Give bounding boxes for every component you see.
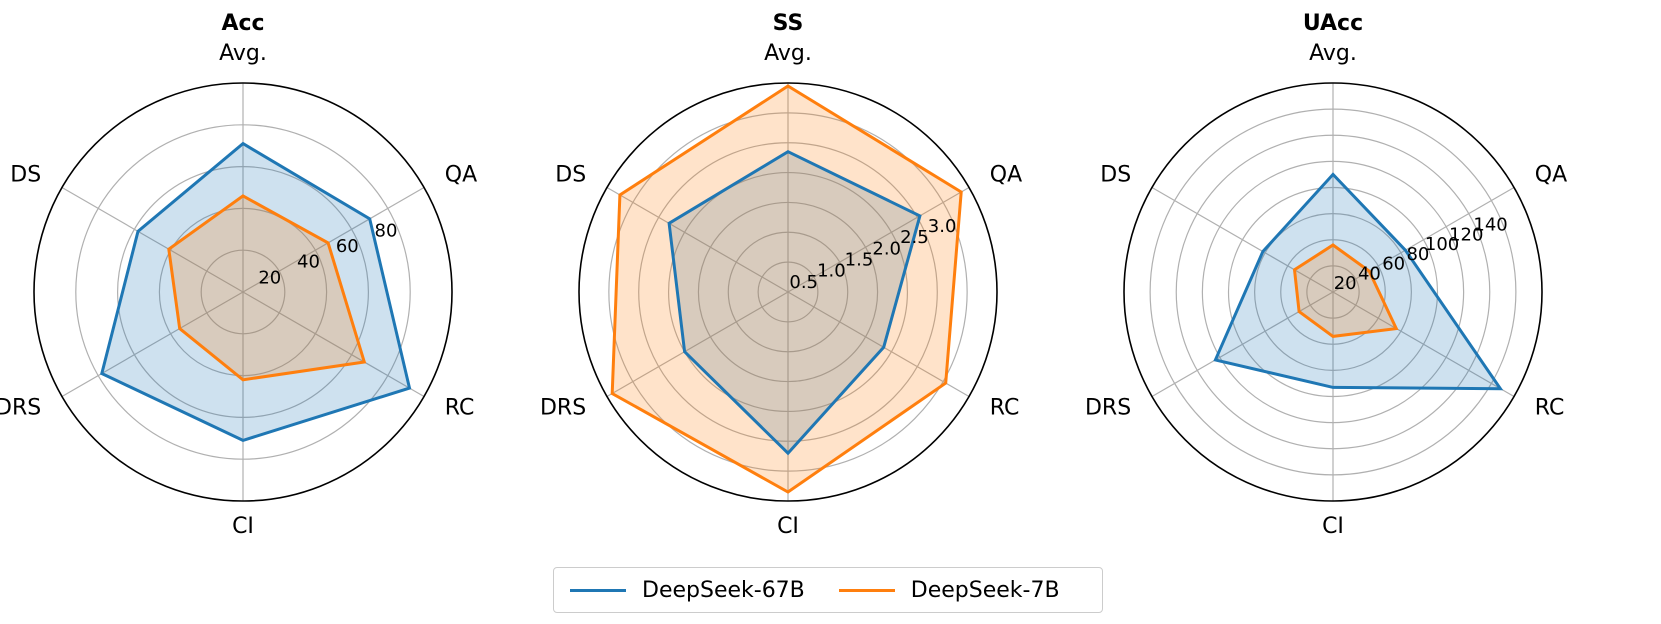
series-area-deepseek-7b [168,195,365,380]
spoke-gridline [1151,291,1334,398]
radial-tick-label: 120 [1449,224,1483,245]
axis-label-ci: CI [777,514,799,539]
legend-line-blue [570,588,626,592]
spoke-gridline [1332,186,1515,293]
radial-tick-label: 2.0 [872,238,901,259]
radial-tick-label: 1.0 [817,261,846,282]
radial-tick-label: 40 [1358,263,1381,284]
legend-label: DeepSeek-67B [642,577,805,603]
radial-tick-label: 20 [1334,273,1357,294]
axis-label-rc: RC [445,396,475,421]
legend-line-orange [838,588,895,592]
axis-label-rc: RC [990,396,1020,421]
spoke-gridline [1332,291,1515,398]
chart-title: SS [773,11,804,36]
radial-tick-label: 0.5 [789,272,818,293]
legend-item-deepseek-7b: DeepSeek-7B [838,577,1060,603]
axis-label-ci: CI [232,514,254,539]
radial-tick-label: 60 [336,236,359,257]
radial-tick-label: 2.5 [900,227,929,248]
spoke-gridline [606,186,789,293]
radial-tick-label: 60 [1382,254,1405,275]
axis-label-ci: CI [1322,514,1344,539]
axis-label-qa: QA [990,163,1022,188]
series-area-deepseek-67b [1215,174,1501,389]
axis-label-ds: DS [555,163,586,188]
axis-label-drs: DRS [0,396,41,421]
series-area-deepseek-7b [1294,245,1397,337]
spoke-gridline [787,291,970,398]
radial-tick-label: 80 [1406,244,1429,265]
axis-label-drs: DRS [540,396,586,421]
radial-tick-label: 40 [297,252,320,273]
chart-title: Acc [221,11,264,36]
legend-label: DeepSeek-7B [910,577,1060,603]
series-area-deepseek-67b [669,151,920,454]
radar-chart-acc: 20 40 60 80 Avg. QA RC CI DRS DS Acc [0,11,477,539]
polar-frame [1123,82,1543,502]
spoke-gridline [242,186,425,293]
axis-label-ds: DS [10,163,41,188]
axis-label-rc: RC [1535,396,1565,421]
chart-title: UAcc [1303,11,1363,36]
series-area-deepseek-7b [612,86,962,492]
polar-frame [33,82,453,502]
legend-item-deepseek-67b: DeepSeek-67B [570,578,805,603]
radar-chart-ss: 0.51.01.52.02.53.0 Avg. QA RC CI DRS DS SS [540,11,1022,539]
radial-tick-label: 140 [1473,215,1507,236]
polar-frame [578,82,998,502]
spoke-gridline [61,291,244,398]
axis-label-ds: DS [1100,163,1131,188]
axis-label-qa: QA [1535,163,1567,188]
legend: DeepSeek-67B DeepSeek-7B [553,567,1103,613]
axis-label-drs: DRS [1085,396,1131,421]
radial-tick-label: 80 [375,220,398,241]
radial-tick-label: 20 [258,267,281,288]
spoke-gridline [61,186,244,293]
axis-label-avg: Avg. [219,41,267,66]
axis-label-avg: Avg. [764,41,812,66]
radial-tick-label: 3.0 [928,216,957,237]
spoke-gridline [1151,186,1334,293]
spoke-gridline [606,291,789,398]
radial-tick-label: 100 [1425,234,1459,255]
radial-tick-label: 1.5 [845,249,874,270]
axis-label-qa: QA [445,163,477,188]
spoke-gridline [242,291,425,398]
spoke-gridline [787,186,970,293]
axis-label-avg: Avg. [1309,41,1357,66]
